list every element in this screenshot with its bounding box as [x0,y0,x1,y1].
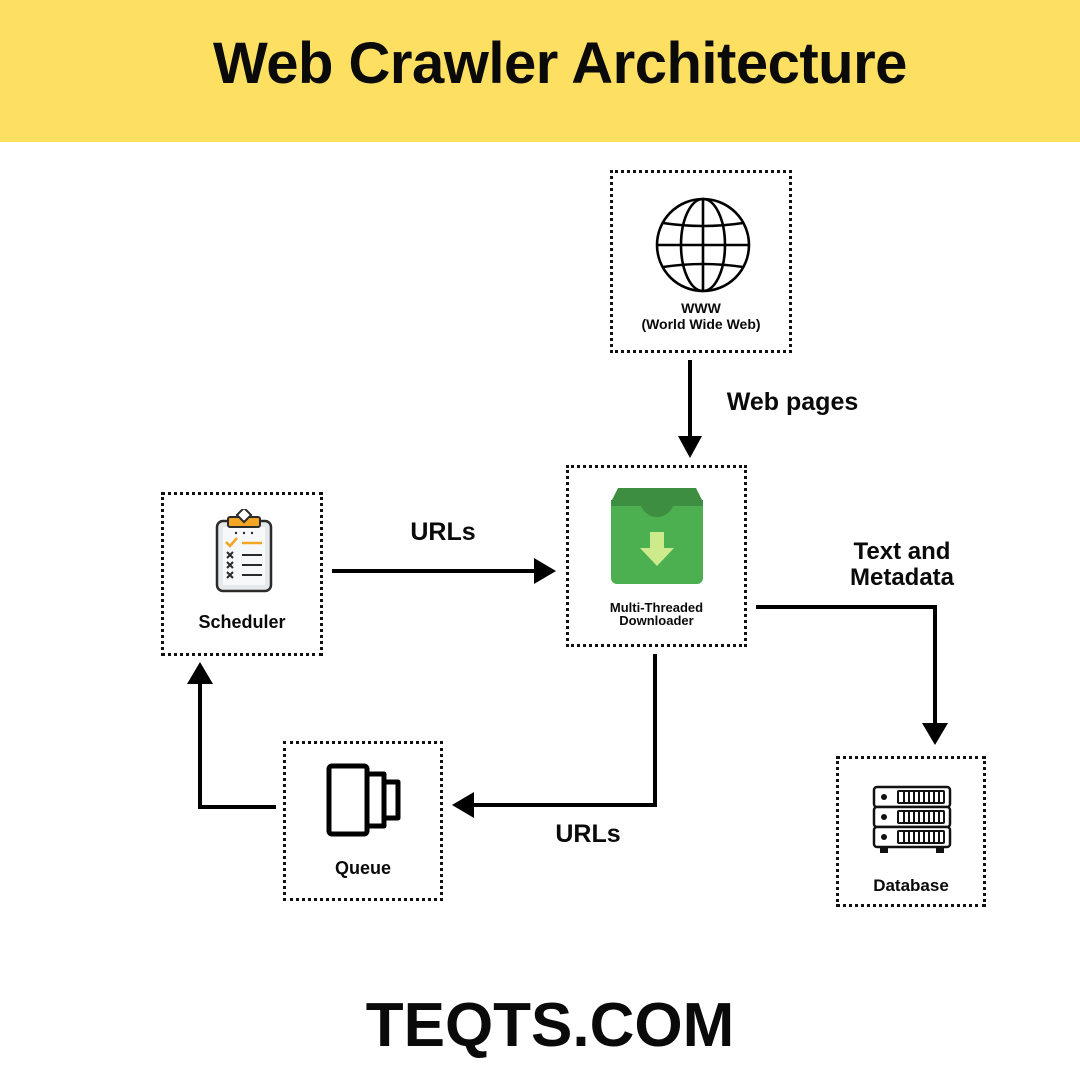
www-sublabel: (World Wide Web) [641,316,761,332]
node-queue: Queue [283,741,443,901]
node-database: Database [836,756,986,907]
edge-queue-to-scheduler [187,662,276,809]
server-rack-icon [872,785,952,853]
download-box-icon [611,488,703,584]
globe-icon [655,197,751,293]
edge-label-text-and-metadata: Text and Metadata [849,538,955,591]
database-label: Database [873,876,949,895]
checklist-clipboard-icon [215,509,273,593]
edge-scheduler-to-downloader [332,558,556,584]
node-www: WWW (World Wide Web) [610,170,792,353]
edge-label-web-pages: Web pages [726,388,859,416]
downloader-label: Multi-Threaded [609,600,704,615]
www-label: WWW [681,300,721,316]
edge-downloader-to-queue [452,654,657,818]
queue-icon [326,763,401,837]
edge-label-urls-top: URLs [410,518,476,546]
edge-www-to-downloader [678,360,702,458]
title-banner: Web Crawler Architecture [0,0,1080,142]
diagram-title: Web Crawler Architecture [213,30,907,96]
downloader-sublabel: Downloader [619,613,694,628]
scheduler-label: Scheduler [198,612,286,632]
node-downloader: Multi-Threaded Downloader [566,465,747,647]
queue-label: Queue [334,858,391,878]
node-scheduler: Scheduler [161,492,323,656]
edge-label-urls-bottom: URLs [555,820,621,848]
footer: TEQTS.COM [0,990,1080,1061]
footer-brand: TEQTS.COM [365,991,735,1060]
edge-downloader-to-database [756,605,948,745]
